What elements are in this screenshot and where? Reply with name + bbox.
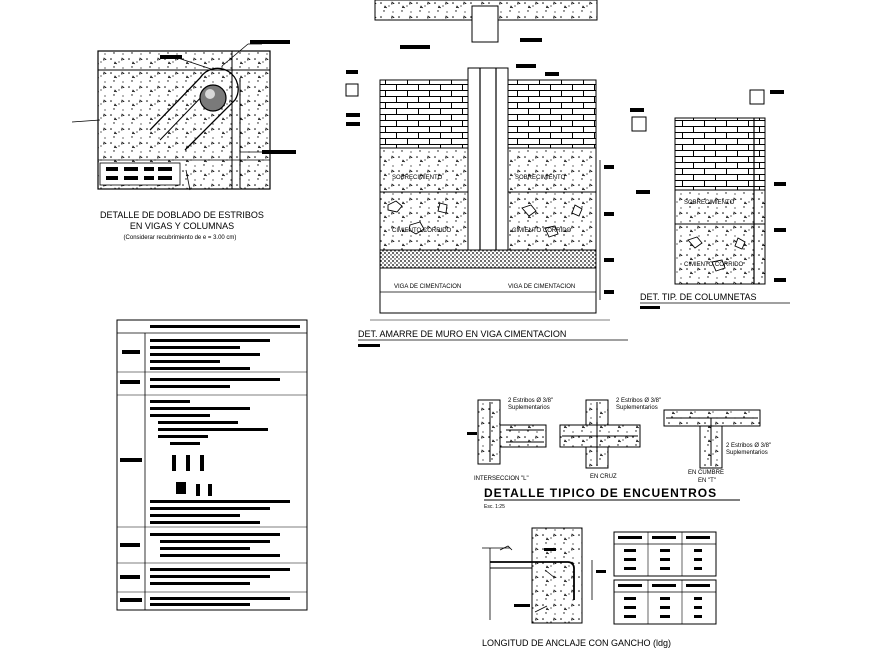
encounter-callout-1-line2: Suplementarios — [508, 405, 550, 411]
stirrup-detail-title-line2: EN VIGAS Y COLUMNAS — [130, 221, 234, 231]
columnetas-label-2: CIMIENTO CORRIDO — [684, 262, 744, 268]
stirrup-bending-detail: DETALLE DE DOBLADO DE ESTRIBOS EN VIGAS … — [71, 40, 296, 241]
wall-tie-left-label-2: CIMIENTO CORRIDO — [392, 228, 452, 234]
encounter-callout-2-line2: Suplementarios — [616, 405, 658, 411]
columnetas-title: DET. TIP. DE COLUMNETAS — [640, 292, 757, 302]
anchorage-tables — [613, 531, 717, 625]
encounter-callout-2-line1: 2 Estribos Ø 3/8" — [616, 398, 661, 404]
stirrup-detail-title-line1: DETALLE DE DOBLADO DE ESTRIBOS — [100, 210, 264, 220]
wall-tie-detail: SOBRECIMIENTO CIMIENTO CORRIDO VIGA DE C… — [345, 0, 628, 347]
encounter-t — [663, 409, 761, 469]
columnetas-detail: SOBRECIMIENTO CIMIENTO CORRIDO DET. TIP.… — [630, 89, 790, 309]
wall-tie-left-label-1: SOBRECIMIENTO — [392, 175, 443, 181]
wall-tie-right-label-3: VIGA DE CIMENTACION — [508, 284, 575, 290]
encounter-sub-t-line1: EN CUMBRE — [688, 470, 724, 476]
encounter-cross — [559, 399, 641, 469]
anchorage-title: LONGITUD DE ANCLAJE CON GANCHO (ldg) — [482, 638, 671, 648]
columnetas-label-1: SOBRECIMIENTO — [684, 200, 735, 206]
encounter-callout-3-line1: 2 Estribos Ø 3/8" — [726, 443, 771, 449]
encounter-l — [467, 399, 547, 465]
stirrup-detail-note: (Considerar recubrimiento de e = 3.00 cm… — [124, 235, 237, 241]
wall-tie-right-label-1: SOBRECIMIENTO — [515, 175, 566, 181]
anchorage-detail: LONGITUD DE ANCLAJE CON GANCHO (ldg) — [482, 527, 671, 648]
encounter-callout-1-line1: 2 Estribos Ø 3/8" — [508, 398, 553, 404]
wall-tie-left-label-3: VIGA DE CIMENTACION — [394, 284, 461, 290]
encounters-scale: Esc. 1:25 — [484, 504, 505, 510]
encounter-sub-cross: EN CRUZ — [590, 474, 617, 480]
encounter-callout-3-line2: Suplementarios — [726, 450, 768, 456]
encounter-sub-t-line2: EN "T" — [698, 478, 716, 484]
notes-text-bars — [120, 325, 300, 606]
stirrup-table-marks — [99, 162, 181, 186]
wall-tie-leader-marks — [345, 64, 614, 300]
encounters-title: DETALLE TIPICO DE ENCUENTROS — [484, 486, 717, 500]
encounter-sub-l: INTERSECCION "L" — [474, 476, 529, 482]
wall-tie-title: DET. AMARRE DE MURO EN VIGA CIMENTACION — [358, 329, 566, 339]
wall-tie-right-label-2: CIMIENTO CORRIDO — [512, 228, 572, 234]
typical-encounters-detail: 2 Estribos Ø 3/8" Suplementarios 2 Estri… — [467, 398, 771, 510]
general-notes-table — [116, 319, 308, 611]
